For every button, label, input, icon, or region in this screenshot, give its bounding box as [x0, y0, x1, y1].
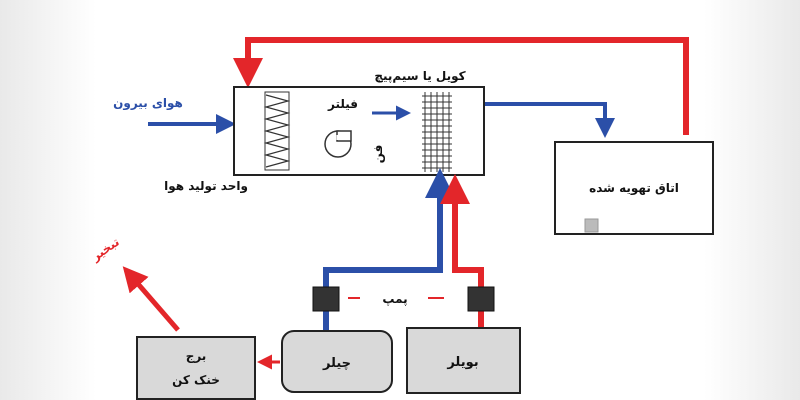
boiler-label: بویلر: [446, 355, 478, 370]
filter-zigzag: [263, 94, 291, 168]
coil-label: کویل یا سیم‌پیچ: [374, 69, 465, 84]
cooling-tower-label-line2: خنک کن: [172, 373, 220, 387]
outside-air-label: هوای بیرون: [113, 96, 183, 111]
coil-icon: [422, 92, 452, 172]
cooling-tower-label-line1: برج: [186, 349, 207, 363]
conditioned-room-box: [554, 141, 714, 235]
room-return-line: [233, 37, 689, 135]
pump-left: [312, 286, 340, 312]
cooling-tower-box: [136, 336, 256, 400]
boiler-box: [406, 327, 521, 394]
supply-air-line: [485, 102, 615, 138]
filter-label: فیلتر: [327, 97, 358, 111]
evaporation-label: تبخیر: [88, 235, 122, 264]
pump-right: [467, 286, 495, 312]
fan-icon: [324, 130, 352, 158]
chiller-box: [281, 330, 393, 393]
conditioned-room-label: اتاق تهویه شده: [589, 181, 679, 196]
fan-label: فن: [371, 145, 385, 164]
chilled-water-line: [323, 168, 455, 330]
room-vent: [584, 218, 599, 233]
evaporation-arrow: [122, 266, 180, 332]
air-handling-unit-label: واحد تولید هوا: [164, 179, 248, 194]
chiller-label: چیلر: [322, 356, 351, 371]
pump-label: پمپ: [382, 292, 407, 306]
